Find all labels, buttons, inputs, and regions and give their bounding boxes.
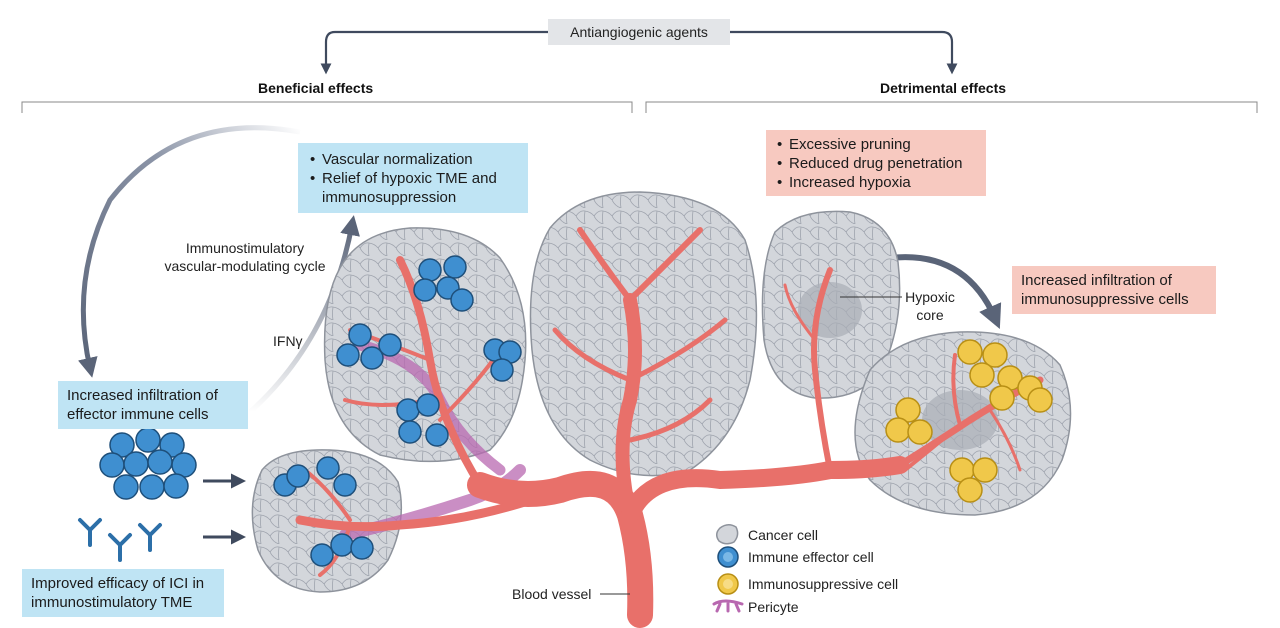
legend-label: Cancer cell bbox=[748, 527, 819, 543]
antiangiogenic-agents-label: Antiangiogenic agents bbox=[548, 19, 730, 45]
tumour-center bbox=[529, 191, 758, 477]
detrimental-box-list: Excessive pruning Reduced drug penetrati… bbox=[775, 135, 977, 192]
legend-icons bbox=[712, 524, 744, 613]
vascular-box-list: Vascular normalization Relief of hypoxic… bbox=[308, 150, 518, 207]
antibody-icon bbox=[78, 518, 162, 562]
immune-cell-group-free bbox=[99, 427, 197, 500]
vascular-box-item: Relief of hypoxic TME and immunosuppress… bbox=[308, 169, 518, 207]
legend-item-immunosuppressive-cell: Immunosuppressive cell bbox=[720, 573, 898, 595]
vascular-box-item: Vascular normalization bbox=[308, 150, 518, 169]
legend-label: Immune effector cell bbox=[748, 549, 874, 565]
cycle-arrows bbox=[78, 125, 360, 414]
legend-item-pericyte: Pericyte bbox=[720, 596, 799, 618]
beneficial-bracket bbox=[21, 101, 633, 113]
cycle-label: Immunostimulatory vascular-modulating cy… bbox=[164, 240, 326, 274]
detrimental-box-item: Reduced drug penetration bbox=[775, 154, 977, 173]
vascular-normalization-box: Vascular normalization Relief of hypoxic… bbox=[298, 143, 528, 213]
ifn-gamma-label: IFNγ bbox=[273, 333, 303, 349]
detrimental-effects-box: Excessive pruning Reduced drug penetrati… bbox=[766, 130, 986, 196]
ici-efficacy-box: Improved efficacy of ICI in immunostimul… bbox=[22, 569, 224, 617]
detrimental-curve-arrow bbox=[889, 254, 1002, 329]
pericyte-icon bbox=[712, 599, 744, 613]
input-arrows bbox=[203, 473, 246, 545]
immunosuppressive-infiltration-box: Increased infiltration of immunosuppress… bbox=[1012, 266, 1216, 314]
effector-infiltration-box: Increased infiltration of effector immun… bbox=[58, 381, 248, 429]
legend-item-cancer-cell: Cancer cell bbox=[720, 524, 818, 546]
detrimental-bracket bbox=[645, 101, 1258, 113]
legend-label: Pericyte bbox=[748, 599, 799, 615]
legend-item-immune-effector-cell: Immune effector cell bbox=[720, 546, 874, 568]
immune-cell-cluster-left bbox=[336, 323, 402, 370]
beneficial-effects-heading: Beneficial effects bbox=[258, 80, 374, 96]
top-connector bbox=[320, 30, 958, 75]
immune-cell-cluster-top bbox=[413, 255, 474, 312]
blood-vessel-label: Blood vessel bbox=[512, 586, 592, 602]
hypoxic-core-label: Hypoxic core bbox=[905, 289, 955, 323]
immune-cell-cluster-lower bbox=[273, 456, 374, 567]
detrimental-box-item: Increased hypoxia bbox=[775, 173, 977, 192]
immune-cell-cluster-middle bbox=[396, 393, 449, 447]
cancer-cell-icon bbox=[716, 524, 739, 545]
detrimental-effects-heading: Detrimental effects bbox=[880, 80, 1007, 96]
legend-label: Immunosuppressive cell bbox=[748, 576, 899, 592]
immune-cell-cluster-right bbox=[483, 338, 522, 382]
immunosuppressive-cell-clusters bbox=[885, 339, 1053, 503]
detrimental-box-item: Excessive pruning bbox=[775, 135, 977, 154]
